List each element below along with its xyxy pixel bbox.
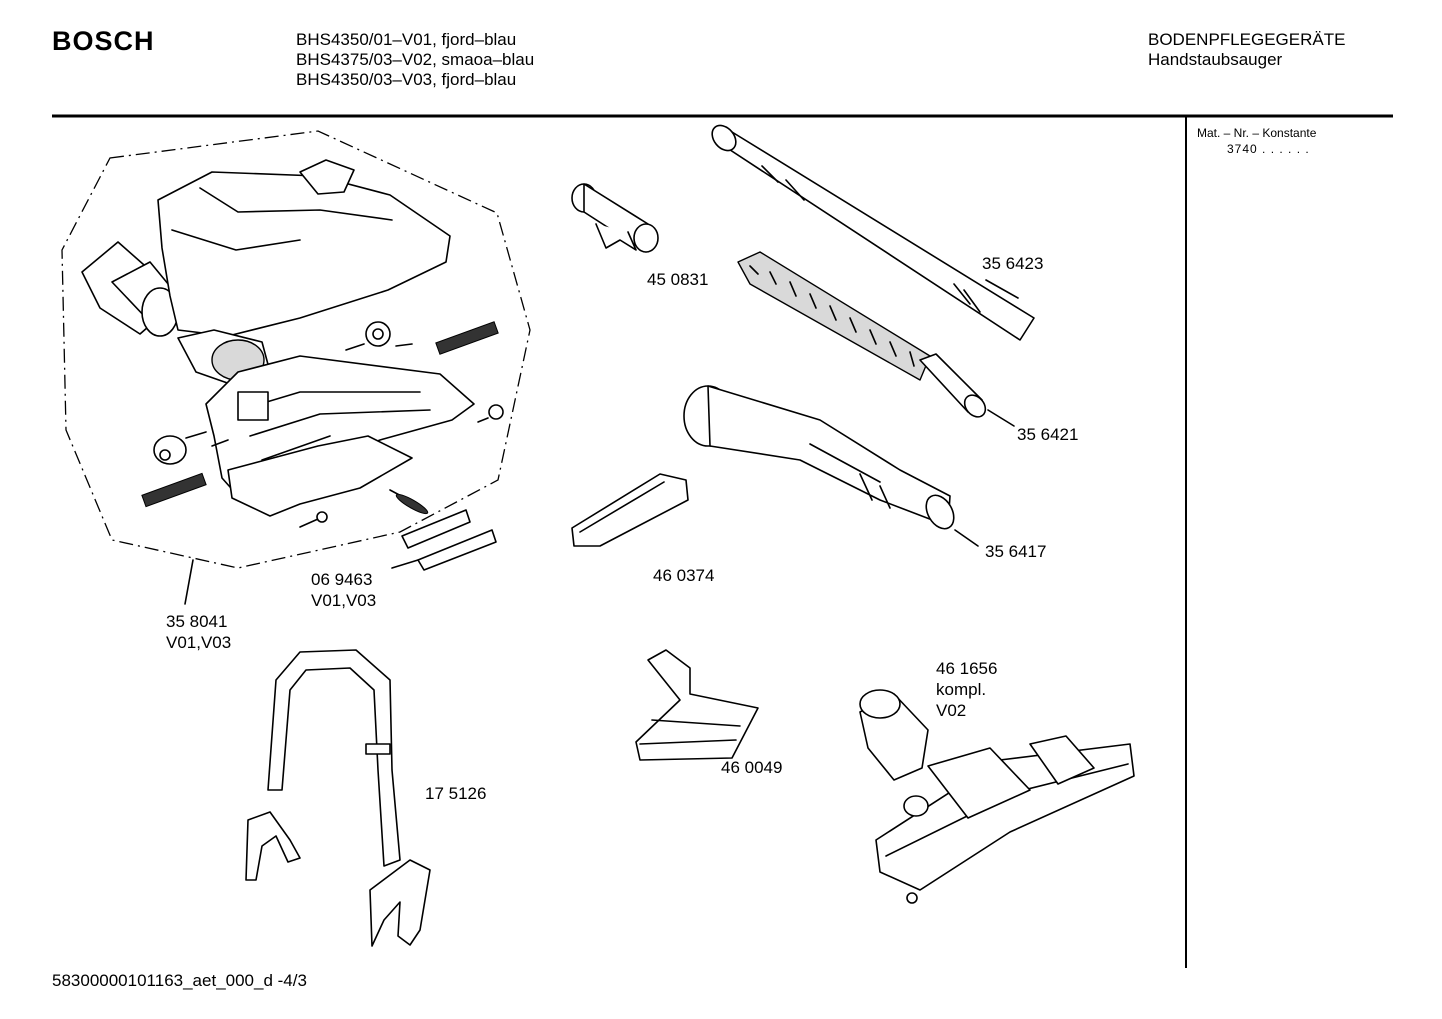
pad-strips [391, 509, 497, 571]
part-variant: V01,V03 [166, 633, 232, 652]
part-number: 46 1656 [936, 659, 998, 678]
part-number: 06 9463 [311, 570, 373, 589]
shoulder-strap [245, 649, 431, 947]
mat-nr-title: Mat. – Nr. – Konstante [1197, 126, 1317, 140]
part-variant: V02 [936, 701, 967, 720]
part-label-356421: 35 6421 [1017, 425, 1079, 444]
part-label-450831: 45 0831 [647, 270, 709, 289]
part-label-356423: 35 6423 [982, 254, 1044, 273]
part-label-069463: 06 9463 V01,V03 [311, 569, 376, 611]
category-subtitle: Handstaubsauger [1148, 50, 1283, 69]
leader-358041 [184, 559, 194, 605]
model-line: BHS4375/03–V02, smaoa–blau [296, 50, 535, 69]
category-title: BODENPFLEGEGERÄTE [1148, 30, 1346, 49]
part-label-460049: 46 0049 [721, 758, 783, 777]
model-line: BHS4350/03–V03, fjord–blau [296, 70, 517, 89]
part-note: kompl. [936, 680, 987, 699]
floor-nozzle-assembly [81, 159, 504, 528]
tube-356423 [711, 124, 1035, 341]
hose-356421 [737, 251, 1015, 427]
floor-nozzle-461656 [859, 689, 1135, 904]
part-label-358041: 35 8041 V01,V03 [166, 611, 231, 653]
clip-450831 [571, 183, 659, 253]
category-block: BODENPFLEGEGERÄTE Handstaubsauger [1148, 30, 1345, 70]
part-variant: V01,V03 [311, 591, 377, 610]
handle-356417 [683, 385, 979, 547]
part-label-356417: 35 6417 [985, 542, 1047, 561]
leader-356417 [954, 529, 979, 547]
brand-logo: BOSCH [52, 26, 155, 56]
leader-356421 [987, 409, 1015, 427]
mat-nr-value: 3740 . . . . . . [1227, 142, 1310, 156]
leader-356423 [985, 279, 1019, 299]
part-label-460374: 46 0374 [653, 566, 715, 585]
model-list: BHS4350/01–V01, fjord–blau BHS4375/03–V0… [296, 30, 534, 90]
part-label-461656: 46 1656 kompl. V02 [936, 658, 997, 721]
part-label-175126: 17 5126 [425, 784, 487, 803]
crevice-tool-460374 [571, 473, 689, 547]
part-number: 35 8041 [166, 612, 228, 631]
upholstery-tool-460049 [635, 649, 759, 761]
model-line: BHS4350/01–V01, fjord–blau [296, 30, 517, 49]
document-id: 58300000101163_aet_000_d -4/3 [52, 971, 307, 990]
assembly-boundary [61, 130, 531, 569]
